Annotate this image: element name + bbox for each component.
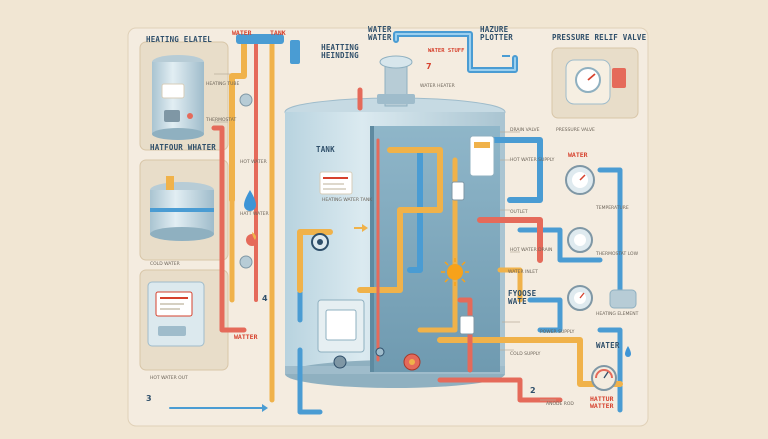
relief-valve-card xyxy=(551,47,639,119)
cold-supply-label: COLD SUPPLY xyxy=(510,352,541,357)
right-valve-body xyxy=(609,289,637,309)
heating-tube-label: HEATING TUBE xyxy=(206,82,240,87)
hot-water-label: HOT WATER xyxy=(240,160,267,165)
red-pipes xyxy=(211,38,563,403)
number-2: 2 xyxy=(530,386,536,395)
arrow-icon xyxy=(250,55,510,412)
heating-tank-label: HEATING WATER TANK xyxy=(322,198,373,203)
water-top-label: WATER xyxy=(232,29,252,37)
water-red-label: WATER xyxy=(568,151,588,159)
leader-lines xyxy=(214,73,556,401)
power-supply-label: POWER SUPPLY xyxy=(540,330,575,335)
water-heater-label: WATER HEATER xyxy=(420,84,455,89)
right-gauge-2 xyxy=(567,227,593,253)
fyoose-wate-label: FYOOSE WATE xyxy=(508,289,537,306)
top-pipe-header xyxy=(236,34,284,44)
pressure-valve-label: PRESSURE VALVE xyxy=(556,128,595,133)
water-water-label: WATER WATER xyxy=(368,25,392,42)
tank-top-label: TANK xyxy=(270,29,286,37)
tank-label: TANK xyxy=(316,145,335,154)
number-3: 3 xyxy=(146,394,152,403)
heating-heinding-label: HEATTING HEINDING xyxy=(321,43,359,60)
heating-element-label: HEATING ELATEL xyxy=(146,35,213,44)
number-7: 7 xyxy=(426,62,432,71)
small-water-heater-top xyxy=(152,55,204,140)
right-gauge-1 xyxy=(565,165,595,195)
watter-red-label: WATTER xyxy=(234,333,258,341)
pressure-relief-valve-label: PRESSURE RELIF VALVE xyxy=(552,33,647,42)
drain-valve-label: DRAIN VALVE xyxy=(510,128,540,133)
hot-water-drain-label: HOT WATER DRAIN xyxy=(510,248,553,253)
right-gauge-3 xyxy=(567,285,593,311)
hazure-plotter-label: HAZURE PLOTTER xyxy=(480,25,514,42)
hot-water-out-label: HOT WATER OUT xyxy=(150,376,188,381)
water-right-label: WATER xyxy=(596,341,620,350)
hot-water-supply-label: HOT WATER SUPPLY xyxy=(510,158,555,163)
flame-icon xyxy=(246,232,258,246)
sun-icon xyxy=(441,258,469,286)
tank-label-card xyxy=(319,171,353,195)
number-4: 4 xyxy=(262,294,268,303)
anode-rod-label: ANODE ROD xyxy=(546,402,574,407)
hatfour-whater-label: HATFOUR WHATER xyxy=(150,143,217,152)
water-inlet-label: WATER INLET xyxy=(508,270,538,275)
thermostat-label: THERMOSTAT xyxy=(206,118,237,123)
water-drop-icon xyxy=(244,190,256,211)
small-water-heater-middle xyxy=(150,176,214,241)
hattur-water-label: HATTUR WATTER xyxy=(590,395,614,410)
water-drop-icon-right xyxy=(625,346,631,357)
hot-water-text-label: HATT WATER xyxy=(240,212,269,217)
cold-water-label: COLD WATER xyxy=(150,262,180,267)
valve-icon xyxy=(239,93,495,371)
water-stuff-label: WATER STUFF xyxy=(428,48,465,54)
small-control-box xyxy=(147,281,205,347)
thermostat-low-label: THERMOSTAT LOW xyxy=(596,252,639,257)
right-gauge-4 xyxy=(591,365,617,391)
heating-element-low-label: HEATING ELEMENT xyxy=(596,312,639,317)
outlet-label: OUTLET xyxy=(510,210,528,215)
temperature-label: TEMPERATURE xyxy=(596,206,629,211)
